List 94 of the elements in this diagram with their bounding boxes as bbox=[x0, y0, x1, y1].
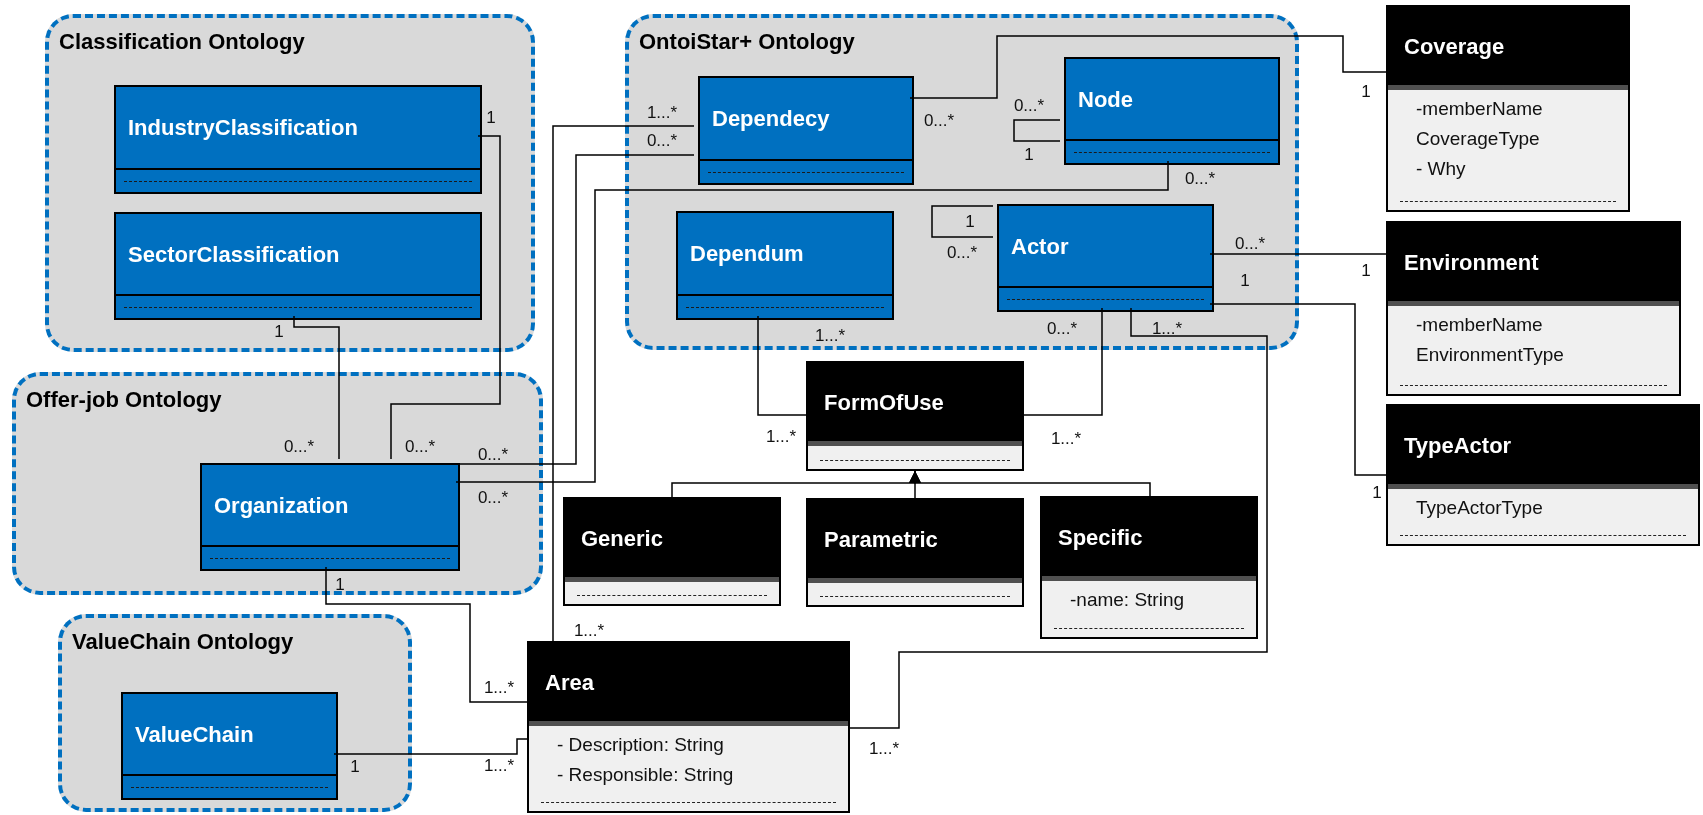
package-frame bbox=[58, 614, 412, 812]
connector bbox=[909, 35, 1387, 99]
connector bbox=[293, 315, 340, 460]
class-name: Environment bbox=[1404, 248, 1539, 277]
multiplicity-label: 0...* bbox=[646, 131, 678, 149]
multiplicity-label: 1...* bbox=[483, 678, 515, 696]
class-name: SectorClassification bbox=[128, 240, 340, 269]
class-name: TypeActor bbox=[1404, 431, 1512, 460]
class-box bbox=[806, 498, 1024, 607]
multiplicity-label: 1 bbox=[1024, 145, 1034, 163]
class-name: Dependecy bbox=[712, 105, 830, 133]
multiplicity-label: 1 bbox=[335, 575, 345, 593]
multiplicity-label: 0...* bbox=[923, 111, 955, 129]
connector bbox=[552, 125, 695, 642]
class-box bbox=[563, 497, 781, 606]
multiplicity-label: 1...* bbox=[483, 756, 515, 774]
package-frame bbox=[45, 14, 535, 352]
class-box bbox=[1040, 496, 1258, 639]
package-title: ValueChain Ontology bbox=[72, 628, 294, 656]
class-box bbox=[676, 211, 894, 320]
multiplicity-label: 0...* bbox=[1184, 169, 1216, 187]
multiplicity-label: 1...* bbox=[1151, 319, 1183, 337]
multiplicity-label: 1...* bbox=[1050, 429, 1082, 447]
class-name: Specific bbox=[1058, 523, 1143, 552]
multiplicity-label: 0...* bbox=[477, 445, 509, 463]
connector bbox=[1209, 253, 1387, 255]
multiplicity-label: 1 bbox=[1361, 82, 1371, 100]
attribute-text: EnvironmentType bbox=[1416, 343, 1565, 367]
package-frame bbox=[12, 372, 543, 595]
connector bbox=[1023, 307, 1103, 416]
connector bbox=[757, 315, 807, 416]
attribute-text: -name: String bbox=[1070, 588, 1186, 612]
class-name: Coverage bbox=[1404, 32, 1505, 61]
multiplicity-label: 1 bbox=[1372, 483, 1382, 501]
class-name: ValueChain bbox=[135, 720, 254, 749]
attribute-text: - Responsible: String bbox=[557, 763, 735, 787]
multiplicity-label: 1 bbox=[274, 322, 284, 340]
class-name: IndustryClassification bbox=[128, 114, 358, 142]
multiplicity-label: 1 bbox=[965, 212, 975, 230]
class-box bbox=[200, 463, 460, 571]
multiplicity-label: 1...* bbox=[765, 427, 797, 445]
multiplicity-label: 0...* bbox=[404, 437, 436, 455]
class-name: Node bbox=[1078, 85, 1133, 114]
package-title: OntoiStar+ Ontology bbox=[639, 28, 855, 56]
multiplicity-label: 1 bbox=[1240, 271, 1250, 289]
class-box bbox=[1386, 404, 1700, 546]
class-box bbox=[698, 76, 914, 185]
connector bbox=[931, 205, 994, 238]
class-box bbox=[806, 361, 1024, 471]
connector bbox=[390, 135, 501, 460]
multiplicity-label: 1...* bbox=[814, 326, 846, 344]
class-box bbox=[1064, 57, 1280, 165]
multiplicity-label: 1 bbox=[1361, 261, 1371, 279]
multiplicity-label: 1...* bbox=[573, 621, 605, 639]
connector bbox=[909, 470, 1151, 497]
attribute-text: - Description: String bbox=[557, 733, 725, 757]
multiplicity-label: 1 bbox=[486, 108, 496, 126]
package-title: Classification Ontology bbox=[59, 28, 305, 56]
connector bbox=[849, 307, 1268, 729]
multiplicity-label: 1 bbox=[350, 757, 360, 775]
class-name: Organization bbox=[214, 491, 349, 520]
connector bbox=[325, 566, 528, 703]
multiplicity-label: 0...* bbox=[946, 243, 978, 261]
package-title: Offer-job Ontology bbox=[26, 386, 222, 414]
class-name: Dependum bbox=[690, 240, 804, 268]
connector bbox=[1013, 119, 1061, 142]
class-name: Generic bbox=[581, 524, 663, 553]
attribute-text: TypeActorType bbox=[1416, 496, 1544, 520]
class-name: Area bbox=[545, 668, 594, 697]
class-box bbox=[997, 204, 1214, 312]
class-box bbox=[114, 85, 482, 194]
multiplicity-label: 0...* bbox=[477, 488, 509, 506]
connector bbox=[1209, 303, 1387, 476]
connector bbox=[455, 160, 1169, 483]
attribute-text: CoverageType bbox=[1416, 127, 1541, 151]
attribute-text: - Why bbox=[1416, 157, 1467, 181]
multiplicity-label: 0...* bbox=[1234, 234, 1266, 252]
class-box bbox=[1386, 5, 1630, 212]
class-box bbox=[114, 212, 482, 320]
class-box bbox=[527, 641, 850, 813]
class-box bbox=[1386, 221, 1681, 396]
multiplicity-label: 0...* bbox=[1046, 319, 1078, 337]
multiplicity-label: 1...* bbox=[868, 739, 900, 757]
multiplicity-label: 0...* bbox=[283, 437, 315, 455]
attribute-text: -memberName bbox=[1416, 313, 1544, 337]
class-box bbox=[121, 692, 338, 800]
class-name: Parametric bbox=[824, 525, 938, 554]
connector bbox=[333, 738, 528, 755]
multiplicity-label: 0...* bbox=[1013, 96, 1045, 114]
class-name: FormOfUse bbox=[824, 388, 944, 417]
class-name: Actor bbox=[1011, 232, 1069, 261]
attribute-text: -memberName bbox=[1416, 97, 1544, 121]
package-frame bbox=[625, 14, 1299, 350]
multiplicity-label: 1...* bbox=[646, 103, 678, 121]
